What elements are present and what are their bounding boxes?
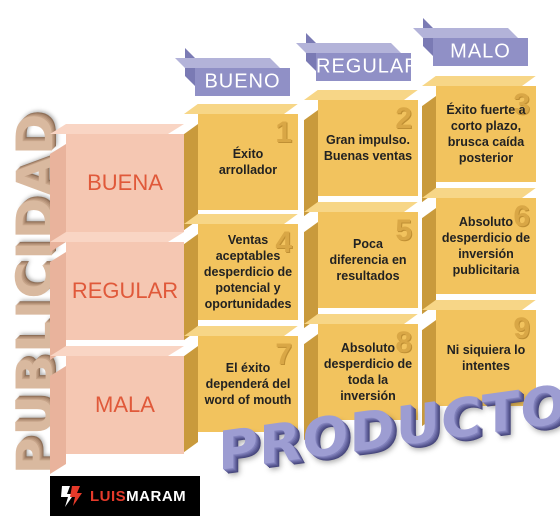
column-header-malo: MALO	[433, 38, 528, 66]
cell-text: El éxito dependerá del word of mouth	[204, 361, 292, 407]
matrix-cell-3: 3 Éxito fuerte a corto plazo, brusca caí…	[436, 86, 536, 182]
row-header-mala: MALA	[66, 356, 184, 454]
cell-text: Absoluto desperdicio de toda la inversió…	[323, 341, 413, 403]
cell-number: 9	[513, 312, 530, 345]
cell-text: Gran impulso. Buenas ventas	[323, 133, 413, 163]
cell-number: 8	[395, 326, 412, 359]
matrix-cell-7: 7 El éxito dependerá del word of mouth	[198, 336, 298, 432]
column-header-bueno: BUENO	[195, 68, 290, 96]
lightning-logo-icon	[61, 486, 82, 507]
row-header-label: MALA	[95, 392, 155, 417]
cell-text: Absoluto desperdicio de inversión public…	[441, 215, 531, 277]
column-header-regular: REGULAR	[316, 53, 420, 81]
matrix-cell-2: 2 Gran impulso. Buenas ventas	[318, 100, 418, 196]
cell-number: 2	[395, 102, 412, 135]
row-header-regular: REGULAR	[66, 242, 184, 340]
cell-number: 1	[275, 116, 292, 149]
cell-text: Ni siquiera lo intentes	[446, 343, 526, 373]
cell-text: Ventas aceptables desperdicio de potenci…	[203, 233, 293, 311]
row-header-buena: BUENA	[66, 134, 184, 232]
matrix-cell-9: 9 Ni siquiera lo intentes	[436, 310, 536, 406]
cell-text: Poca diferencia en resultados	[329, 237, 407, 283]
column-header-label: REGULAR	[316, 55, 420, 78]
cell-text: Éxito arrollador	[218, 147, 278, 177]
row-header-label: REGULAR	[71, 278, 179, 303]
matrix-cell-4: 4 Ventas aceptables desperdicio de poten…	[198, 224, 298, 320]
cell-number: 4	[275, 226, 292, 259]
matrix-cell-8: 8 Absoluto desperdicio de toda la invers…	[318, 324, 418, 420]
cell-text: Éxito fuerte a corto plazo, brusca caída…	[446, 103, 526, 165]
row-header-label: BUENA	[87, 170, 163, 195]
matrix-cell-1: 1 Éxito arrollador	[198, 114, 298, 210]
cell-number: 6	[513, 200, 530, 233]
cell-number: 7	[275, 338, 292, 371]
matrix-cell-6: 6 Absoluto desperdicio de inversión publ…	[436, 198, 536, 294]
cell-number: 3	[513, 88, 530, 121]
column-header-label: MALO	[450, 40, 511, 63]
cell-number: 5	[395, 214, 412, 247]
luismaram-logo: LUISMARAM	[50, 476, 200, 516]
column-header-label: BUENO	[204, 70, 281, 93]
logo-text: LUISMARAM	[90, 488, 187, 505]
matrix-cell-5: 5 Poca diferencia en resultados	[318, 212, 418, 308]
